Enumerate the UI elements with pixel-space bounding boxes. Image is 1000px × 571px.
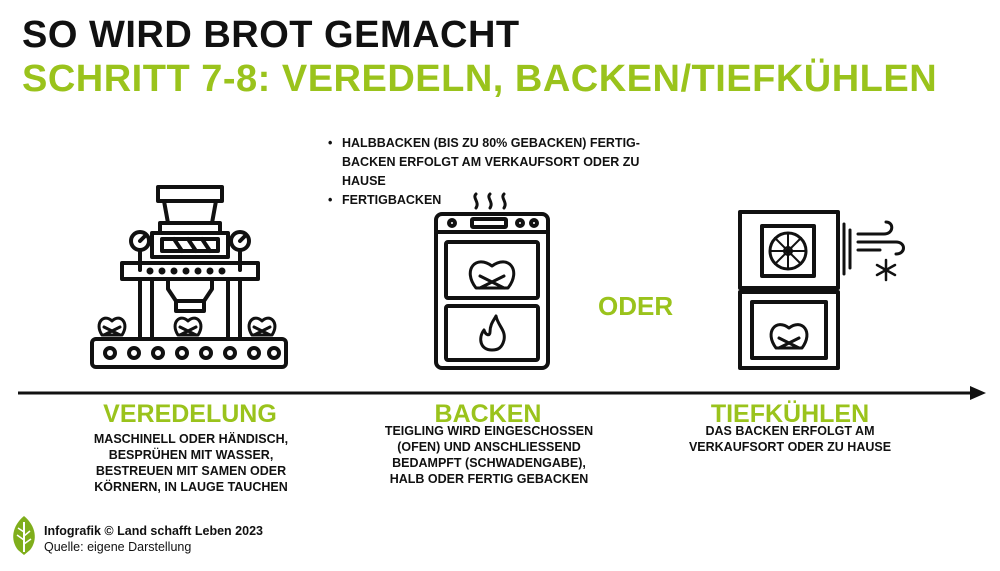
stage-description-veredelung: MASCHINELL ODER HÄNDISCH, BESPRÜHEN MIT … [93, 432, 289, 494]
stage-title-veredelung: VEREDELUNG [103, 400, 277, 428]
stage-title-backen: BACKEN [434, 400, 542, 428]
baking-options-list: HALBBACKEN (BIS ZU 80% GEBACKEN) FERTIG-… [326, 134, 656, 210]
stage-description-tiefkuehlen: DAS BACKEN ERFOLGT AM VERKAUFSORT ODER Z… [688, 424, 892, 454]
stage-description-backen: TEIGLING WIRD EINGESCHOSSEN (OFEN) UND A… [384, 424, 594, 486]
page-title: SO WIRD BROT GEMACHT [22, 14, 520, 56]
pretzel-machine-icon [90, 185, 288, 369]
timeline-arrow [18, 386, 986, 400]
stage-title-tiefkuehlen: TIEFKÜHLEN [710, 400, 870, 428]
page-subtitle: SCHRITT 7-8: VEREDELN, BACKEN/TIEFKÜHLEN [22, 58, 938, 100]
footer-credit: Infografik © Land schafft Leben 2023 [44, 524, 263, 538]
oven-icon [434, 192, 550, 370]
oder-label: ODER [598, 291, 674, 321]
list-item-fertigbacken: FERTIGBACKEN [326, 191, 656, 210]
footer-source: Quelle: eigene Darstellung [44, 540, 192, 554]
freezer-icon [738, 210, 905, 370]
list-item-halbbacken: HALBBACKEN (BIS ZU 80% GEBACKEN) FERTIG-… [326, 134, 656, 191]
leaf-logo-icon [13, 516, 35, 555]
